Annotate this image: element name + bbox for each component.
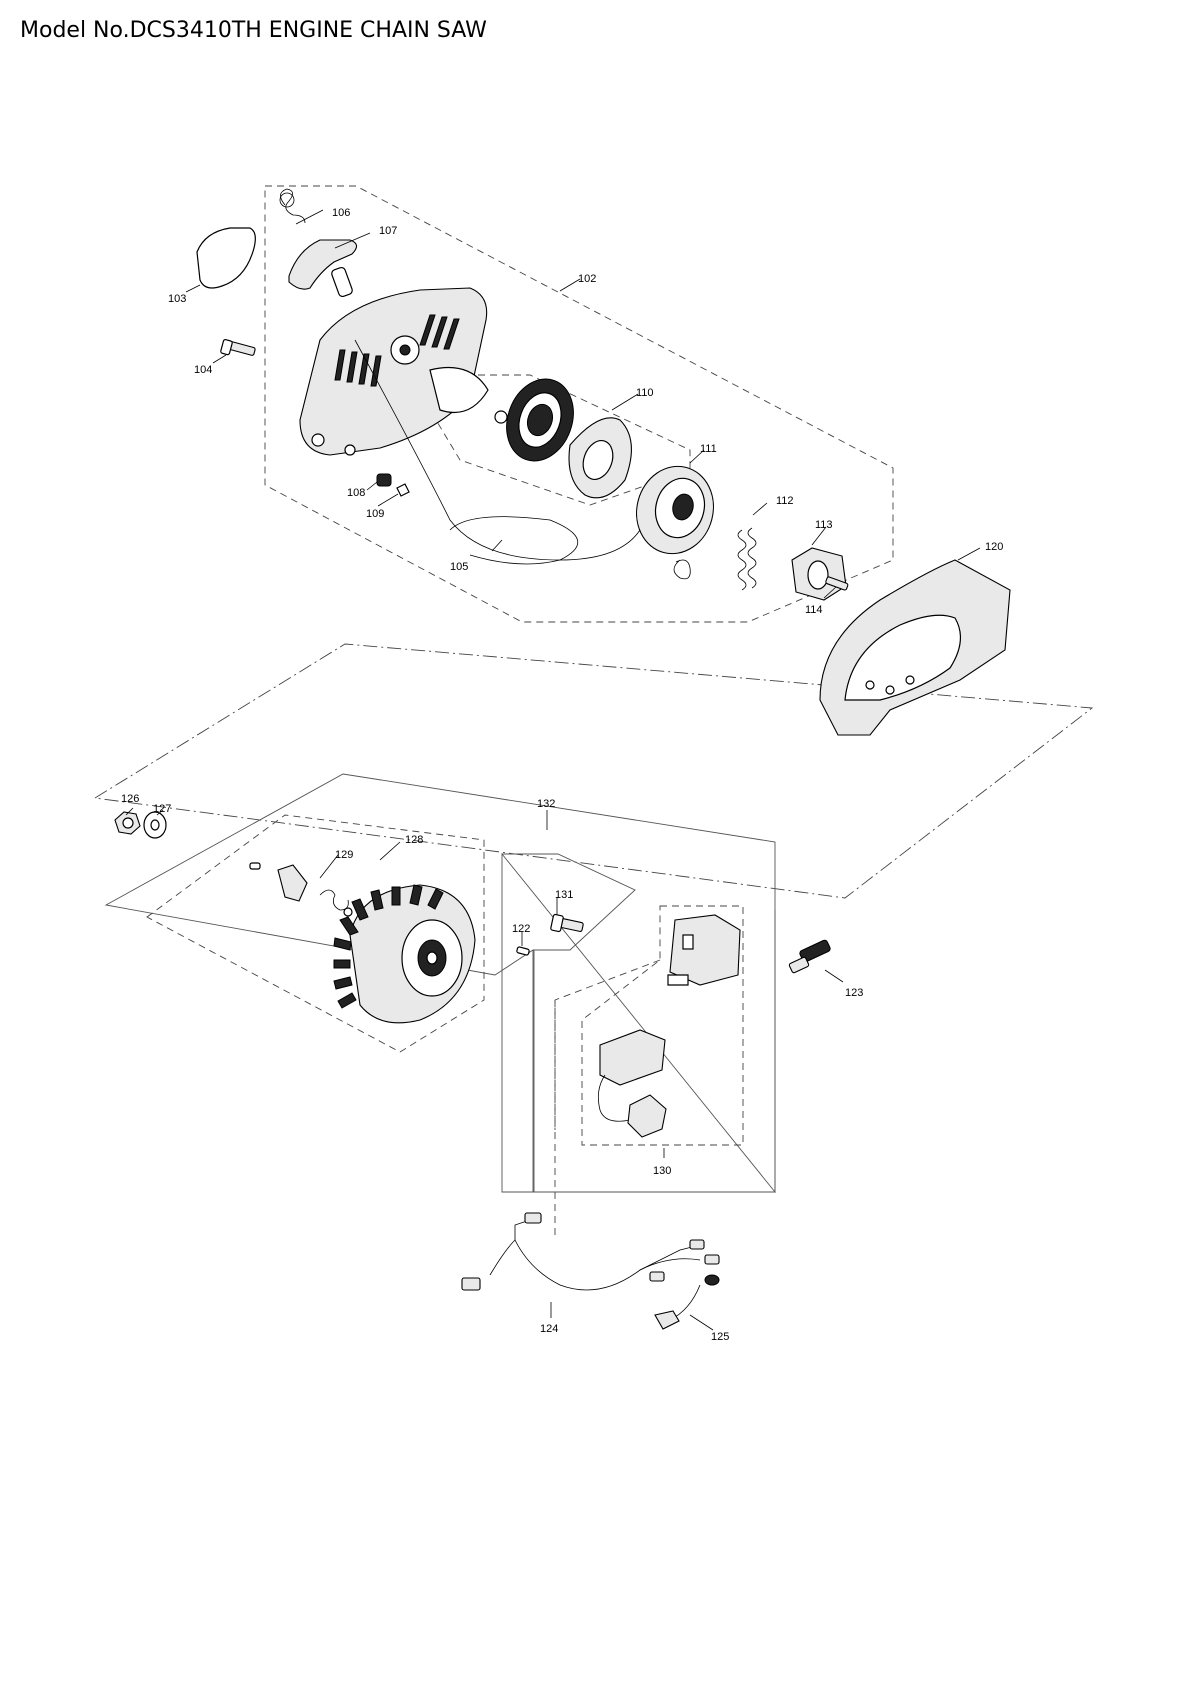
part-112-spring — [737, 527, 757, 591]
label-131: 131 — [555, 889, 573, 901]
part-ignition-module — [667, 914, 741, 986]
label-109: 109 — [366, 508, 384, 520]
label-112: 112 — [776, 495, 794, 507]
part-110-rewind-spring — [494, 378, 574, 462]
label-130: 130 — [653, 1165, 671, 1177]
cover-group-outline — [93, 643, 1094, 899]
label-114: 114 — [805, 604, 823, 616]
starter-housing — [299, 287, 489, 456]
part-129-pawl — [249, 862, 353, 917]
part-110-plate — [568, 417, 632, 499]
label-122: 122 — [512, 923, 530, 935]
part-105-rope — [354, 339, 691, 580]
part-114-screw — [825, 576, 849, 591]
part-128-flywheel — [333, 884, 476, 1024]
part-103-cover — [196, 227, 256, 289]
label-124: 124 — [540, 1323, 558, 1335]
part-109-pawl — [396, 483, 410, 497]
label-128: 128 — [405, 834, 423, 846]
part-124-harness — [461, 1212, 720, 1291]
label-108: 108 — [347, 487, 365, 499]
label-126: 126 — [121, 793, 139, 805]
part-107-handle — [288, 239, 358, 298]
flywheel-inner-outline — [146, 814, 485, 1053]
label-132: 132 — [537, 798, 555, 810]
page-title: Model No.DCS3410TH ENGINE CHAIN SAW — [20, 18, 487, 43]
part-108-spring — [376, 473, 392, 487]
label-104: 104 — [194, 364, 212, 376]
label-113: 113 — [815, 519, 833, 531]
label-105: 105 — [450, 561, 468, 573]
part-127-washer — [143, 811, 167, 839]
label-107: 107 — [379, 225, 397, 237]
part-130-ignition-coil — [597, 1029, 667, 1138]
label-120: 120 — [985, 541, 1003, 553]
part-106-knot — [279, 188, 306, 224]
part-104-screw — [220, 339, 256, 356]
label-106: 106 — [332, 207, 350, 219]
ignition-coil-outline — [581, 905, 744, 1146]
label-129: 129 — [335, 849, 353, 861]
label-123: 123 — [845, 987, 863, 999]
label-110: 110 — [636, 387, 654, 399]
label-111: 111 — [700, 443, 717, 455]
part-126-nut — [114, 811, 141, 835]
leader-lines — [125, 209, 981, 1331]
part-120-fan-cover — [819, 559, 1011, 736]
part-123-spark-plug — [788, 939, 831, 974]
part-122-screw — [516, 946, 530, 956]
part-113-ratchet — [791, 547, 847, 601]
part-111-pulley — [636, 465, 714, 555]
part-125-ground-wire — [654, 1274, 720, 1330]
label-125: 125 — [711, 1331, 729, 1343]
part-131-screw — [550, 913, 584, 933]
ignition-group-outline — [501, 853, 776, 1194]
label-127: 127 — [153, 803, 171, 815]
label-102: 102 — [578, 273, 596, 285]
label-103: 103 — [168, 293, 186, 305]
